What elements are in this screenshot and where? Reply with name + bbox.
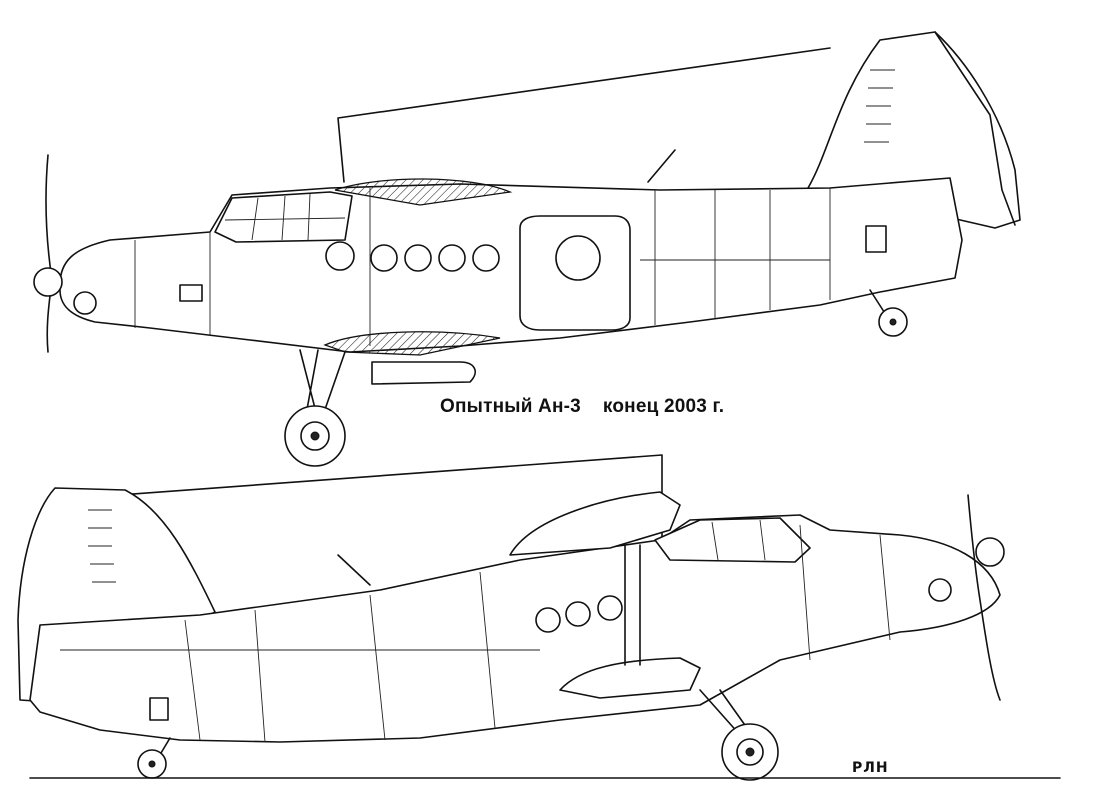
porthole-3 (404, 244, 432, 272)
wing-strut-assembly (509, 491, 681, 556)
cargo-pod (371, 361, 476, 385)
lower-wing-root (323, 331, 501, 356)
tail-hatch (865, 225, 887, 253)
side-view-left (33, 31, 1021, 467)
wing-root-top (334, 178, 513, 206)
propeller-2 (967, 494, 1001, 701)
porthole-1 (325, 241, 355, 271)
porthole-b3 (597, 595, 623, 621)
fuselage-panels-2 (60, 524, 891, 743)
cockpit-canopy-2 (654, 517, 811, 563)
drawing-caption: Опытный Ан-3 конец 2003 г. (440, 396, 724, 418)
canopy-frames-2 (711, 519, 766, 561)
fuselage-panels (134, 188, 831, 346)
fuselage (59, 177, 963, 353)
lower-wing-assembly (559, 657, 701, 699)
canopy-frames (224, 193, 346, 241)
caption-title: Опытный Ан-3 (440, 396, 581, 417)
porthole-b2 (565, 601, 591, 627)
exhaust-left (73, 291, 97, 315)
spinner-2 (975, 537, 1005, 567)
door-window (555, 235, 601, 281)
side-view-right (17, 454, 1061, 781)
interplane-strut (624, 544, 641, 666)
exhaust-right (928, 578, 952, 602)
antenna-2 (337, 554, 371, 586)
caption-date: конец 2003 г. (602, 396, 725, 417)
fuselage-2 (29, 514, 1001, 743)
porthole-2 (370, 244, 398, 272)
tail-hatch-2 (149, 697, 169, 721)
porthole-b1 (535, 607, 561, 633)
antenna (647, 149, 676, 183)
rudder-stitches (864, 69, 895, 143)
rudder-stitches-2 (88, 509, 116, 583)
intake-grille (179, 284, 203, 302)
spinner (33, 267, 63, 297)
propeller (45, 154, 53, 353)
porthole-5 (472, 244, 500, 272)
artist-signature: РЛН (852, 760, 889, 776)
porthole-4 (438, 244, 466, 272)
upper-wing (337, 47, 831, 183)
rudder (934, 31, 1016, 226)
